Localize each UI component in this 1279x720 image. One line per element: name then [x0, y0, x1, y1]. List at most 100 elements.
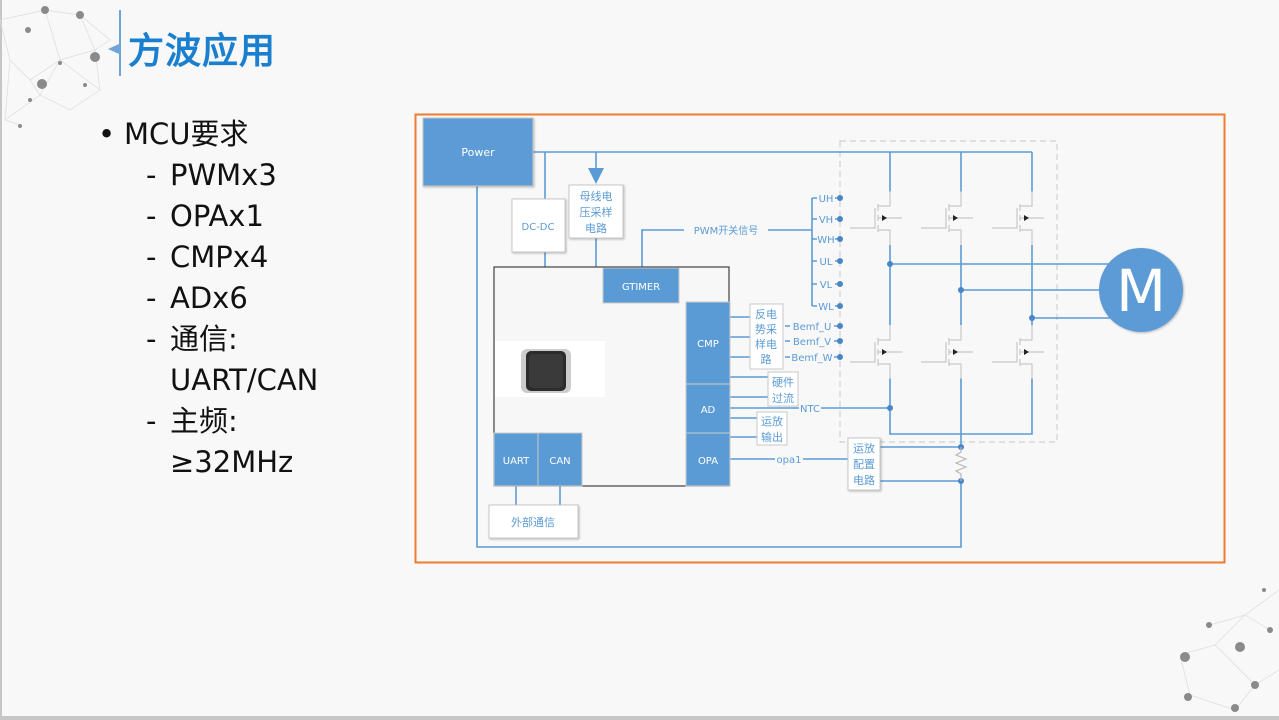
phase-nodes: [889, 245, 1033, 325]
bullet-main-text: MCU要求: [124, 117, 249, 151]
gate-label-uh: UH: [819, 194, 834, 205]
junction-dot: [887, 405, 893, 411]
shunt-resistor-icon: [954, 447, 968, 481]
can-block: [537, 432, 583, 487]
cmp-label: CMP: [697, 339, 719, 350]
bemf-label-1: Bemf_V: [793, 337, 831, 348]
bemf-label-bg: [790, 335, 834, 347]
gate-label-vl: VL: [820, 280, 833, 291]
mosfet-icon: [921, 325, 973, 379]
gate-label-bg: [817, 233, 835, 245]
gate-label-bg: [817, 255, 835, 267]
opamp-output-label-1: 运放: [761, 414, 783, 428]
pwm-label-bg: [684, 223, 768, 237]
item-text: 主频:: [170, 404, 238, 438]
opamp-output-label-2: 输出: [761, 430, 783, 444]
junction-dot: [958, 287, 964, 293]
gate-label-bg: [817, 192, 835, 204]
bemf-circuit-label-4: 路: [761, 353, 772, 366]
cmp-bemf-leads: [730, 316, 752, 358]
uart-label: UART: [503, 456, 530, 467]
mosfet-icon: [992, 325, 1044, 379]
gate-labels: UH VH WH UL VL WL: [817, 192, 835, 313]
mcu-requirements-list: • MCU要求 -PWMx3 -OPAx1 -CMPx4 -ADx6 -通信:U…: [98, 114, 318, 483]
inverter-dashed-box: [839, 140, 1058, 443]
bemf-label-bg: [790, 320, 834, 332]
bus-voltage-label-2: 压采样: [580, 205, 613, 219]
junction-dot: [837, 236, 843, 242]
bus-voltage-label-1: 母线电: [580, 189, 613, 203]
gtimer-label: GTIMER: [622, 282, 660, 293]
opa1-label: opa1: [777, 455, 802, 466]
high-side-drains: [889, 152, 1033, 192]
opamp-config-label-2: 配置: [853, 458, 875, 471]
item-text: UART/CAN: [170, 363, 319, 397]
junction-dot: [837, 258, 843, 264]
junction-dot: [1029, 315, 1035, 321]
item-text: CMPx4: [170, 240, 269, 274]
dash: -: [146, 240, 157, 274]
gate-label-wl: WL: [818, 302, 834, 313]
opamp-config-label-1: 运放: [853, 441, 875, 455]
opa1-label-bg: [775, 453, 803, 465]
opamp-output-block: [756, 411, 788, 446]
page-title: 方波应用: [128, 31, 277, 72]
item-text: 通信:: [170, 322, 238, 356]
gate-label-bg: [817, 213, 835, 225]
junction-dot: [837, 354, 843, 360]
dash: -: [146, 404, 157, 438]
item-text: PWMx3: [170, 158, 277, 192]
item-text: OPAx1: [170, 199, 264, 233]
bemf-circuit-label-1: 反电: [755, 308, 777, 321]
bemf-labels: Bemf_U Bemf_V Bemf_W: [790, 320, 834, 364]
bemf-circuit-block: [749, 303, 784, 370]
hw-overcurrent-label-2: 过流: [772, 391, 794, 405]
opa-label: OPA: [698, 456, 718, 467]
bemf-label-0: Bemf_U: [793, 322, 832, 333]
junction-dot: [837, 281, 843, 287]
list-item: -通信:UART/CAN: [98, 319, 318, 401]
gate-label-vh: VH: [819, 215, 833, 226]
opamp-config-block: [847, 437, 881, 491]
dcdc-block: [511, 198, 566, 253]
gate-label-ul: UL: [820, 257, 833, 268]
item-text: ADx6: [170, 281, 248, 315]
ad-block: [685, 383, 731, 434]
dash: -: [146, 199, 157, 233]
opamp-output-leads: [730, 417, 758, 438]
opamp-config-label-3: 电路: [853, 474, 875, 487]
cmp-block: [685, 301, 731, 385]
bemf-label-bg: [790, 351, 834, 363]
junction-dot: [837, 216, 843, 222]
mosfet-group: [850, 191, 1044, 379]
power-label: Power: [461, 146, 495, 159]
bus-voltage-block: [568, 184, 624, 239]
mosfet-icon: [850, 191, 902, 245]
opamp-config-leads: [876, 446, 961, 482]
dcdc-label: DC-DC: [522, 222, 555, 233]
bemf-circuit-label-2: 势采: [755, 323, 777, 336]
bullet-main: • MCU要求: [98, 114, 318, 155]
junction-dot: [837, 303, 843, 309]
junction-dot: [887, 261, 893, 267]
mcu-chip-icon: [521, 349, 571, 393]
bemf-label-2: Bemf_W: [791, 353, 832, 364]
list-item: -主频: ≥32MHz: [98, 401, 318, 483]
gate-label-wh: WH: [817, 235, 834, 246]
list-item: -OPAx1: [98, 196, 318, 237]
list-item: -CMPx4: [98, 237, 318, 278]
gate-label-bg: [817, 300, 835, 312]
bullet-dot-icon: •: [98, 117, 116, 151]
uart-block: [493, 432, 539, 487]
gtimer-block: [602, 267, 680, 304]
title-arrow-icon: [108, 44, 119, 54]
motor-circle: [1099, 248, 1183, 332]
bemf-circuit-label-3: 样电: [755, 337, 777, 351]
item-text: ≥32MHz: [170, 445, 294, 479]
ntc-label: NTC: [800, 404, 820, 415]
junction-dot: [837, 195, 843, 201]
junction-dot: [837, 323, 843, 329]
pwm-signal-label: PWM开关信号: [694, 224, 759, 237]
bus-voltage-label-3: 电路: [585, 222, 607, 235]
